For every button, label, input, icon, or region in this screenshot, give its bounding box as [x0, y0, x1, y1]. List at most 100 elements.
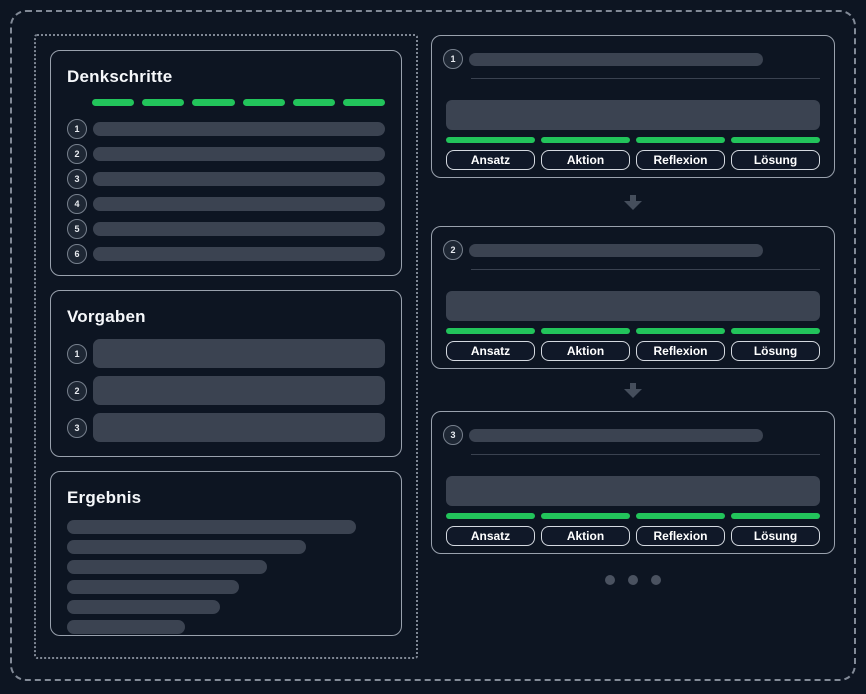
step-number-badge: 4 [67, 194, 87, 214]
progress-segment [192, 99, 235, 106]
text-skeleton-bar [93, 222, 385, 236]
dot-icon[interactable] [651, 575, 661, 585]
step-row: 1 [67, 119, 385, 139]
text-skeleton-bar [93, 172, 385, 186]
text-skeleton-bar [93, 122, 385, 136]
step-number-badge: 3 [67, 169, 87, 189]
dot-icon[interactable] [605, 575, 615, 585]
steps-panel: 1 Ansatz Aktion Reflexion Lösung 2 [431, 35, 835, 585]
text-skeleton-bar [93, 147, 385, 161]
card-title-row: 1 [443, 49, 820, 69]
step-row: 4 [67, 194, 385, 214]
result-skeleton-bar [67, 540, 306, 554]
vorgaben-row: 2 [67, 376, 385, 405]
progress-segment [292, 99, 335, 106]
input-skeleton-box [93, 413, 385, 442]
ansatz-button[interactable]: Ansatz [446, 341, 535, 361]
step-number-badge: 1 [67, 119, 87, 139]
content-skeleton-box [446, 476, 820, 506]
phase-progress-row [446, 513, 820, 519]
phase-progress-segment [541, 513, 630, 519]
ansatz-button[interactable]: Ansatz [446, 526, 535, 546]
denkschritte-title: Denkschritte [67, 67, 173, 86]
phase-progress-segment [731, 328, 820, 334]
denkschritte-card: Denkschritte 1 2 3 4 5 [50, 50, 402, 276]
content-skeleton-box [446, 100, 820, 130]
step-number-badge: 6 [67, 244, 87, 264]
phase-progress-segment [446, 513, 535, 519]
dot-icon[interactable] [628, 575, 638, 585]
step-number-badge: 5 [67, 219, 87, 239]
flow-arrow-row [431, 178, 835, 226]
flow-arrow-row [431, 369, 835, 411]
phase-button-row: Ansatz Aktion Reflexion Lösung [446, 150, 820, 170]
card-title-row: 3 [443, 425, 820, 445]
item-number-badge: 2 [67, 380, 87, 401]
step-row: 6 [67, 244, 385, 264]
result-skeleton-bar [67, 580, 239, 594]
result-skeleton-bar [67, 560, 268, 574]
vorgaben-row: 1 [67, 339, 385, 368]
card-number-badge: 3 [443, 425, 463, 445]
aktion-button[interactable]: Aktion [541, 150, 630, 170]
phase-progress-segment [731, 513, 820, 519]
text-skeleton-bar [93, 197, 385, 211]
reflexion-button[interactable]: Reflexion [636, 526, 725, 546]
step-card-1: 1 Ansatz Aktion Reflexion Lösung [431, 35, 835, 178]
result-skeleton-bar [67, 520, 357, 534]
content-skeleton-box [446, 291, 820, 321]
input-skeleton-box [93, 376, 385, 405]
progress-segment [242, 99, 285, 106]
aktion-button[interactable]: Aktion [541, 341, 630, 361]
divider [471, 78, 820, 79]
loesung-button[interactable]: Lösung [731, 341, 820, 361]
card-title-row: 2 [443, 240, 820, 260]
step-card-2: 2 Ansatz Aktion Reflexion Lösung [431, 226, 835, 369]
phase-progress-segment [731, 137, 820, 143]
card-number-badge: 2 [443, 240, 463, 260]
ergebnis-title: Ergebnis [67, 488, 142, 507]
progress-bar [92, 99, 386, 106]
arrow-down-icon [624, 194, 642, 210]
phase-progress-segment [541, 137, 630, 143]
reflexion-button[interactable]: Reflexion [636, 341, 725, 361]
result-skeleton-lines [67, 520, 385, 634]
divider [471, 454, 820, 455]
arrow-down-icon [624, 382, 642, 398]
reflexion-button[interactable]: Reflexion [636, 150, 725, 170]
phase-progress-segment [636, 328, 725, 334]
phase-button-row: Ansatz Aktion Reflexion Lösung [446, 341, 820, 361]
item-number-badge: 1 [67, 343, 87, 364]
step-number-badge: 2 [67, 144, 87, 164]
result-skeleton-bar [67, 620, 185, 634]
phase-progress-segment [446, 137, 535, 143]
title-skeleton-bar [469, 428, 764, 442]
ansatz-button[interactable]: Ansatz [446, 150, 535, 170]
ergebnis-card: Ergebnis [50, 471, 402, 636]
aktion-button[interactable]: Aktion [541, 526, 630, 546]
progress-segment [92, 99, 135, 106]
result-skeleton-bar [67, 600, 220, 614]
step-card-3: 3 Ansatz Aktion Reflexion Lösung [431, 411, 835, 554]
loesung-button[interactable]: Lösung [731, 150, 820, 170]
item-number-badge: 3 [67, 417, 87, 438]
divider [471, 269, 820, 270]
progress-segment [342, 99, 386, 106]
phase-progress-segment [541, 328, 630, 334]
phase-progress-segment [636, 513, 725, 519]
step-row: 5 [67, 219, 385, 239]
loesung-button[interactable]: Lösung [731, 526, 820, 546]
title-skeleton-bar [469, 243, 764, 257]
pagination-dots [431, 575, 835, 585]
left-panel: Denkschritte 1 2 3 4 5 [34, 34, 418, 659]
vorgaben-card: Vorgaben 1 2 3 [50, 290, 402, 457]
card-number-badge: 1 [443, 49, 463, 69]
step-row: 3 [67, 169, 385, 189]
vorgaben-row: 3 [67, 413, 385, 442]
phase-progress-segment [636, 137, 725, 143]
phase-button-row: Ansatz Aktion Reflexion Lösung [446, 526, 820, 546]
vorgaben-title: Vorgaben [67, 307, 146, 326]
phase-progress-row [446, 137, 820, 143]
outer-dashed-frame [10, 10, 856, 681]
input-skeleton-box [93, 339, 385, 368]
